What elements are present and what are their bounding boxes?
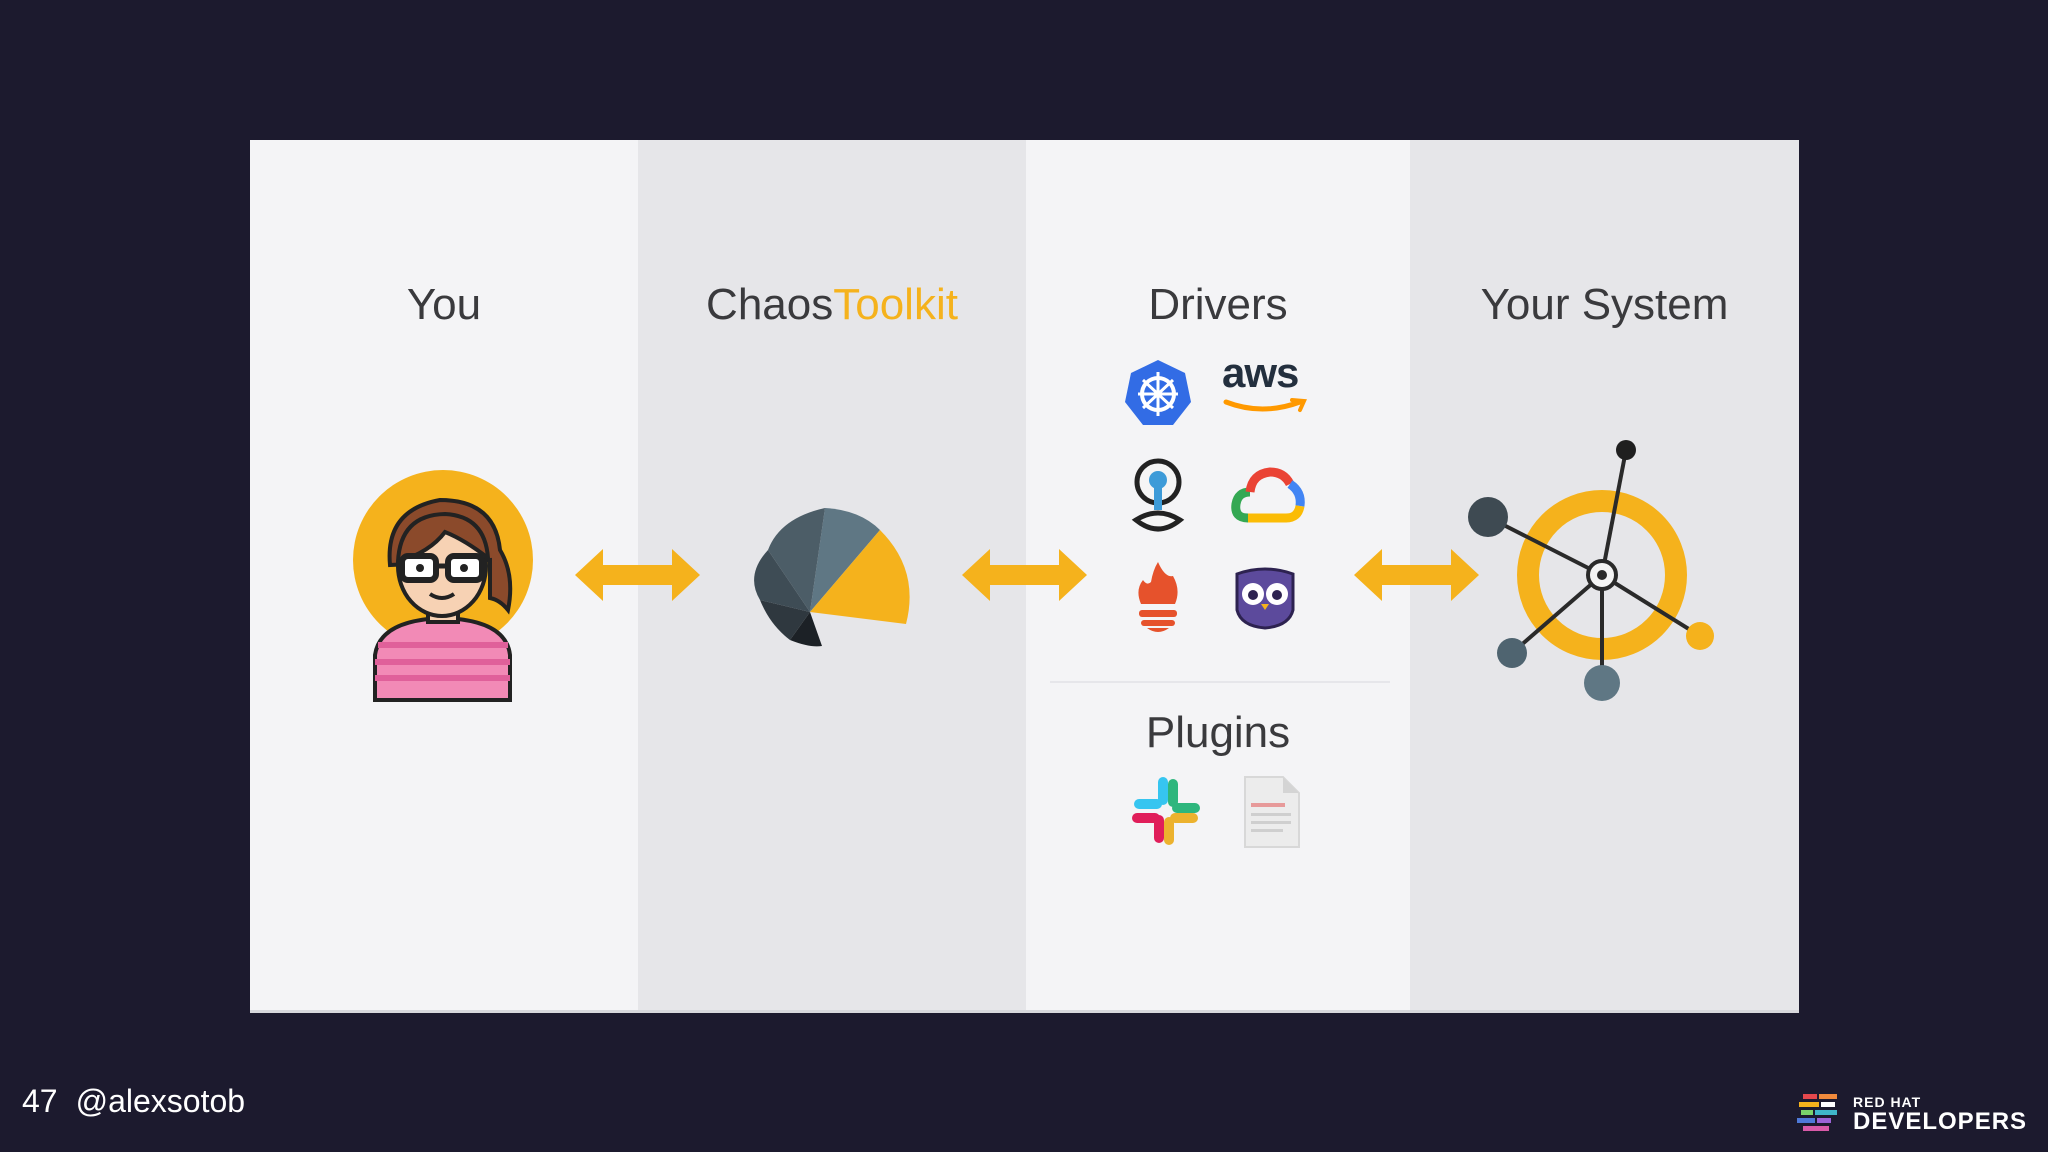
double-arrow-icon [575,549,700,601]
heading-your-system: Your System [1480,280,1729,329]
system-graph-icon [1468,440,1714,701]
prometheus-icon [1138,562,1178,632]
owl-icon [1235,567,1295,630]
chaostoolkit-logo-icon [754,508,910,647]
brand-small-text: RED HAT [1853,1094,1922,1110]
aws-icon: aws [1222,352,1312,422]
red-hat-developers-logo: RED HAT DEVELOPERS [1797,1090,2028,1135]
drivers-divider [1050,681,1390,683]
heading-plugins: Plugins [1145,708,1291,757]
service-mesh-icon [1131,458,1185,532]
woman-avatar-icon [353,470,533,702]
brand-big-text: DEVELOPERS [1853,1108,2028,1135]
heading-toolkit-part1: Chaos [706,280,834,329]
heading-drivers: Drivers [1148,280,1288,329]
column-drivers [1026,140,1410,1010]
footer-left: 47 @alexsotob [22,1083,263,1120]
heading-toolkit-part2: Toolkit [833,280,958,329]
slack-icon [1132,777,1200,845]
double-arrow-icon [1354,549,1479,601]
document-icon [1244,776,1300,848]
page-number: 47 [22,1083,58,1119]
aws-label: aws [1222,349,1299,396]
heading-you: You [406,280,482,329]
kubernetes-icon [1125,360,1191,425]
twitter-handle: @alexsotob [75,1083,246,1119]
google-cloud-icon [1231,467,1305,523]
diagram-panel: You ChaosToolkit Drivers Your System Plu… [250,140,1799,1010]
double-arrow-icon [962,549,1087,601]
red-hat-developers-mark-icon [1797,1094,1837,1131]
heading-toolkit: ChaosToolkit [638,280,1026,330]
